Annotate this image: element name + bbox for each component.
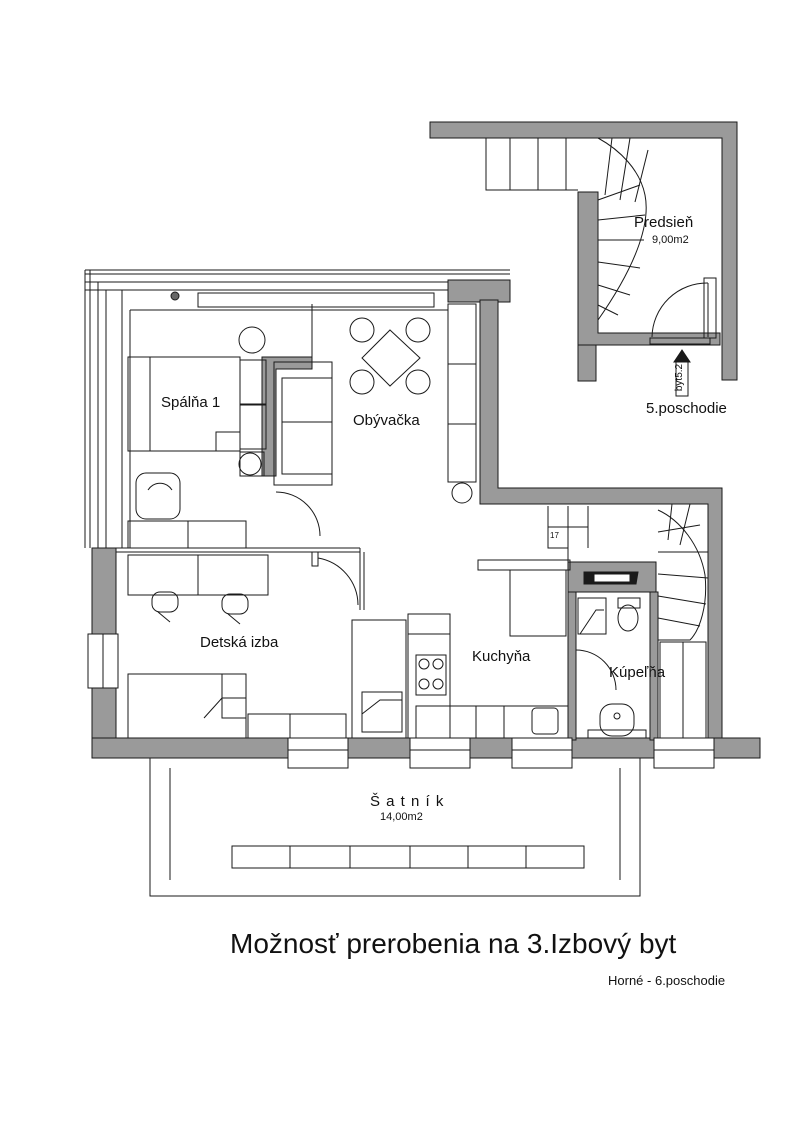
room-label-detska: Detská izba <box>200 634 279 651</box>
room-area-predsien: 9,00m2 <box>652 234 689 246</box>
room-label-kuchyna: Kuchyňa <box>472 648 531 665</box>
predsien-door <box>649 277 717 345</box>
page-subtitle: Horné - 6.poschodie <box>608 973 726 988</box>
byt-marker <box>673 349 691 397</box>
partitions <box>116 547 365 610</box>
room-label-satnik: Š a t n í k <box>370 793 445 810</box>
room-label-spalna: Spálňa 1 <box>161 394 221 411</box>
stair-number: 17 <box>550 531 559 540</box>
roof-glazing <box>84 269 510 548</box>
floor-below-label: 5.poschodie <box>646 400 727 417</box>
apartment-tag: byt5.2 <box>674 363 686 392</box>
spalna-furniture <box>127 326 267 549</box>
page-title: Možnosť prerobenia na 3.Izbový byt <box>230 928 677 959</box>
room-label-predsien: Predsieň <box>634 214 694 231</box>
obyvacka-furniture <box>273 303 477 537</box>
predsien-stairs <box>485 137 649 321</box>
detska-furniture <box>127 554 347 739</box>
kupelna-fixtures <box>575 571 647 739</box>
room-label-kupelna: Kúpeľňa <box>609 664 666 681</box>
bottom-windows <box>287 737 715 769</box>
room-label-obyvacka: Obývačka <box>353 412 420 429</box>
kuchyna-furniture <box>351 559 571 739</box>
room-area-satnik: 14,00m2 <box>380 811 423 823</box>
left-window <box>87 633 119 689</box>
satnik-outline <box>149 758 641 897</box>
lower-stairs <box>547 503 709 739</box>
predsien-walls <box>429 121 738 382</box>
